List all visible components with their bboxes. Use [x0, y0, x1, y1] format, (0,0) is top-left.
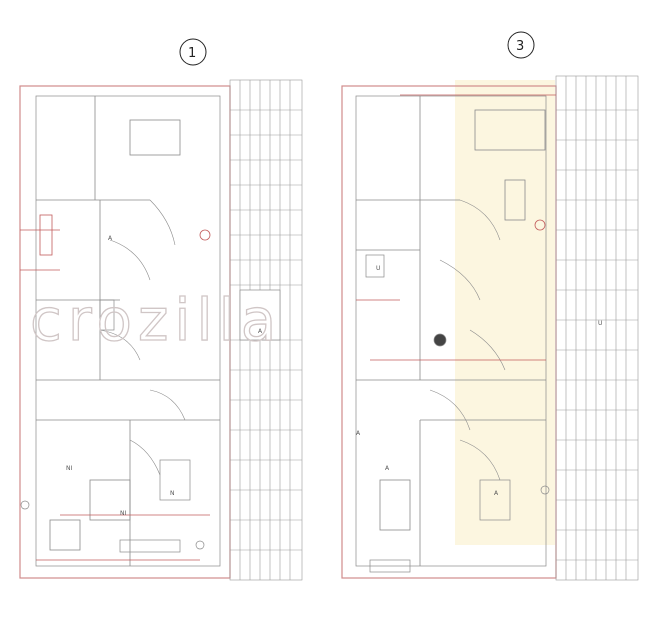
- room-label-right-3: A: [494, 490, 499, 497]
- room-label-left-1: NI: [66, 465, 72, 472]
- room-label-right-2: U: [376, 265, 380, 272]
- left-door-swings: [99, 199, 186, 476]
- room-label-left-5: A: [108, 235, 113, 242]
- right-stair-grid: [555, 75, 639, 581]
- right-unit: [341, 75, 639, 581]
- section-marker-right: 3: [507, 31, 535, 59]
- watermark: crozilla: [30, 286, 282, 354]
- right-inner-wall: [355, 95, 547, 567]
- right-partitions: [356, 96, 546, 566]
- section-marker-left-label: 1: [188, 46, 196, 61]
- right-accent-details: [356, 94, 556, 361]
- room-label-right-5: A: [356, 430, 361, 437]
- room-label-right-4: U: [598, 320, 602, 327]
- room-label-left-2: N: [170, 490, 175, 497]
- right-door-swings: [429, 199, 506, 481]
- left-accent-details: [20, 214, 211, 561]
- right-highlight-zone: [455, 80, 555, 545]
- left-inner-wall: [35, 95, 221, 567]
- right-fixtures: [365, 254, 550, 573]
- left-fixtures: [20, 299, 205, 553]
- section-marker-left: 1: [179, 38, 207, 66]
- left-unit: [19, 79, 303, 581]
- left-stair-landing: [239, 289, 281, 341]
- room-label-left-3: A: [258, 328, 263, 335]
- room-label-right-1: A: [385, 465, 390, 472]
- left-partitions: [36, 96, 220, 566]
- room-label-left-4: NI: [120, 510, 126, 517]
- section-marker-right-label: 3: [516, 39, 524, 54]
